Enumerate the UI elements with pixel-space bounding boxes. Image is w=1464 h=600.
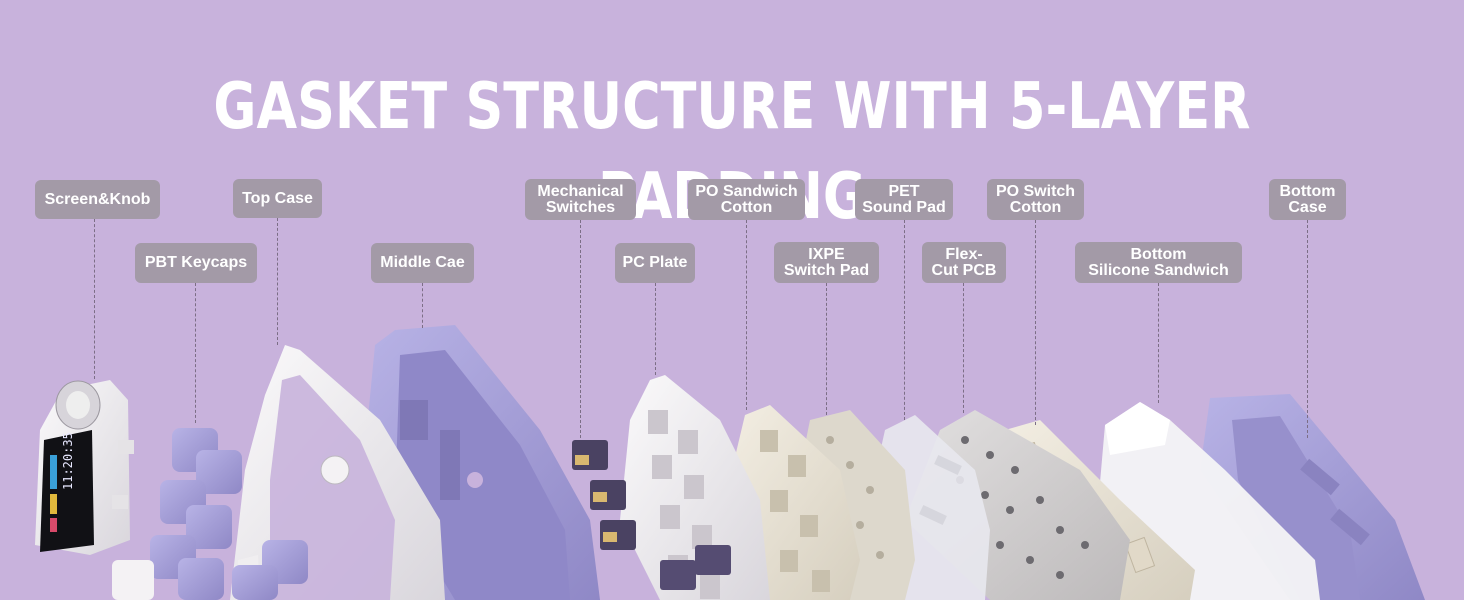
label-pc-plate-text: PC Plate <box>622 254 688 271</box>
leader-line-top-case <box>277 218 278 345</box>
label-flex-cut-pcb-line1: Flex- <box>945 245 983 263</box>
label-po-switch-cotton-line2: Cotton <box>1009 198 1062 216</box>
label-po-sandwich-cotton-line2: Cotton <box>720 198 773 216</box>
label-bottom-silicone-sandwich-line1: Bottom <box>1130 245 1187 263</box>
screen-knob-part: 11:20:35 <box>35 380 134 555</box>
screen-clock-text: 11:20:35 <box>61 432 75 490</box>
leader-line-pc-plate <box>655 283 656 375</box>
label-po-sandwich-cotton: PO Sandwich Cotton <box>688 179 805 220</box>
label-po-switch-cotton: PO Switch Cotton <box>987 179 1084 220</box>
leader-line-po-switch-cotton <box>1035 220 1036 425</box>
label-flex-cut-pcb: Flex- Cut PCB <box>922 242 1006 283</box>
mechanical-switches-part <box>500 440 731 600</box>
label-pet-sound-pad: PET Sound Pad <box>855 179 953 220</box>
label-middle-case-text: Middle Cae <box>380 254 465 271</box>
label-pbt-keycaps-text: PBT Keycaps <box>144 254 248 271</box>
label-mechanical-switches: Mechanical Switches <box>525 179 636 220</box>
label-pc-plate: PC Plate <box>615 243 695 283</box>
leader-line-middle-case <box>422 283 423 328</box>
label-top-case: Top Case <box>233 179 322 218</box>
label-bottom-case-line1: Bottom <box>1279 182 1336 200</box>
label-bottom-case-line2: Case <box>1288 198 1327 216</box>
leader-line-screen-knob <box>94 219 95 379</box>
label-pet-sound-pad-line1: PET <box>888 182 920 200</box>
label-mechanical-switches-line2: Switches <box>545 198 616 216</box>
label-po-switch-cotton-line1: PO Switch <box>995 182 1076 200</box>
pbt-keycaps-part <box>112 428 308 600</box>
label-pbt-keycaps: PBT Keycaps <box>135 243 257 283</box>
label-pet-sound-pad-line2: Sound Pad <box>862 198 946 216</box>
label-screen-knob-text: Screen&Knob <box>44 190 151 208</box>
leader-line-ixpe-switch-pad <box>826 283 827 415</box>
leader-line-pet-sound-pad <box>904 220 905 420</box>
label-flex-cut-pcb-line2: Cut PCB <box>931 261 997 279</box>
leader-line-po-sandwich-cotton <box>746 220 747 410</box>
leader-line-pbt-keycaps <box>195 283 196 423</box>
label-ixpe-switch-pad-line2: Switch Pad <box>783 261 870 279</box>
leader-line-mechanical-switches <box>580 220 581 438</box>
label-top-case-text: Top Case <box>242 189 313 207</box>
page-title: GASKET STRUCTURE WITH 5-LAYER PADDING <box>213 70 1251 234</box>
pc-plate-part <box>620 375 770 600</box>
label-screen-knob: Screen&Knob <box>35 180 160 219</box>
label-bottom-case: Bottom Case <box>1269 179 1346 220</box>
label-ixpe-switch-pad: IXPE Switch Pad <box>774 242 879 283</box>
label-bottom-silicone-sandwich: Bottom Silicone Sandwich <box>1075 242 1242 283</box>
leader-line-bottom-case <box>1307 220 1308 438</box>
label-middle-case: Middle Cae <box>371 243 474 283</box>
label-mechanical-switches-line1: Mechanical <box>537 182 624 200</box>
leader-line-flex-cut-pcb <box>963 283 964 413</box>
label-bottom-silicone-sandwich-line2: Silicone Sandwich <box>1088 261 1229 279</box>
label-ixpe-switch-pad-line1: IXPE <box>808 245 845 263</box>
label-po-sandwich-cotton-line1: PO Sandwich <box>695 182 798 200</box>
leader-line-bottom-silicone-sandwich <box>1158 283 1159 403</box>
